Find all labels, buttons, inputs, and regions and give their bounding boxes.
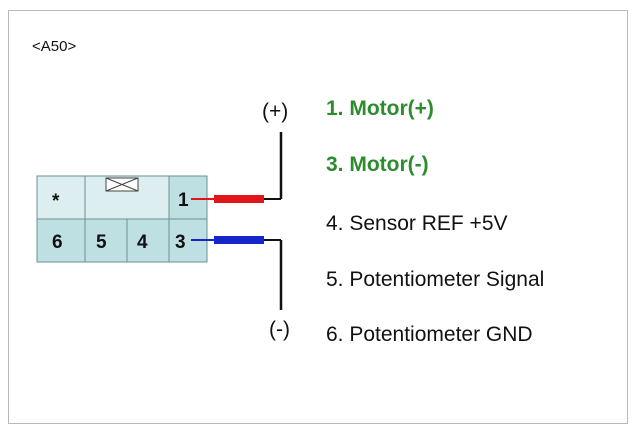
negative-polarity-label: (-) xyxy=(269,318,290,341)
pin-label-1: 1 xyxy=(178,190,189,211)
connector-cell-pin-1 xyxy=(168,175,208,220)
positive-wire xyxy=(191,132,283,203)
connector-cell-top-left xyxy=(36,175,86,220)
connector-id-label: <A50> xyxy=(32,38,77,55)
connector-latch-icon xyxy=(105,177,139,192)
connector-cell-pin-6 xyxy=(36,218,86,263)
pin-label-5: 5 xyxy=(96,232,107,253)
pin-label-6: 6 xyxy=(52,232,63,253)
pin-list-item-6: 6. Potentiometer GND xyxy=(326,323,533,346)
pin-list-item-3: 3. Motor(-) xyxy=(326,153,429,176)
negative-wire xyxy=(191,236,283,310)
pin-label-star: * xyxy=(52,191,60,212)
pin-list-item-4: 4. Sensor REF +5V xyxy=(326,212,508,235)
pin-list-item-1: 1. Motor(+) xyxy=(326,97,434,120)
pin-list-item-5: 5. Potentiometer Signal xyxy=(326,268,545,291)
connector-cell-pin-5 xyxy=(84,218,128,263)
connector-cell-pin-4 xyxy=(126,218,170,263)
pin-label-4: 4 xyxy=(137,232,148,253)
positive-polarity-label: (+) xyxy=(262,100,289,123)
pin-label-3: 3 xyxy=(175,232,186,253)
